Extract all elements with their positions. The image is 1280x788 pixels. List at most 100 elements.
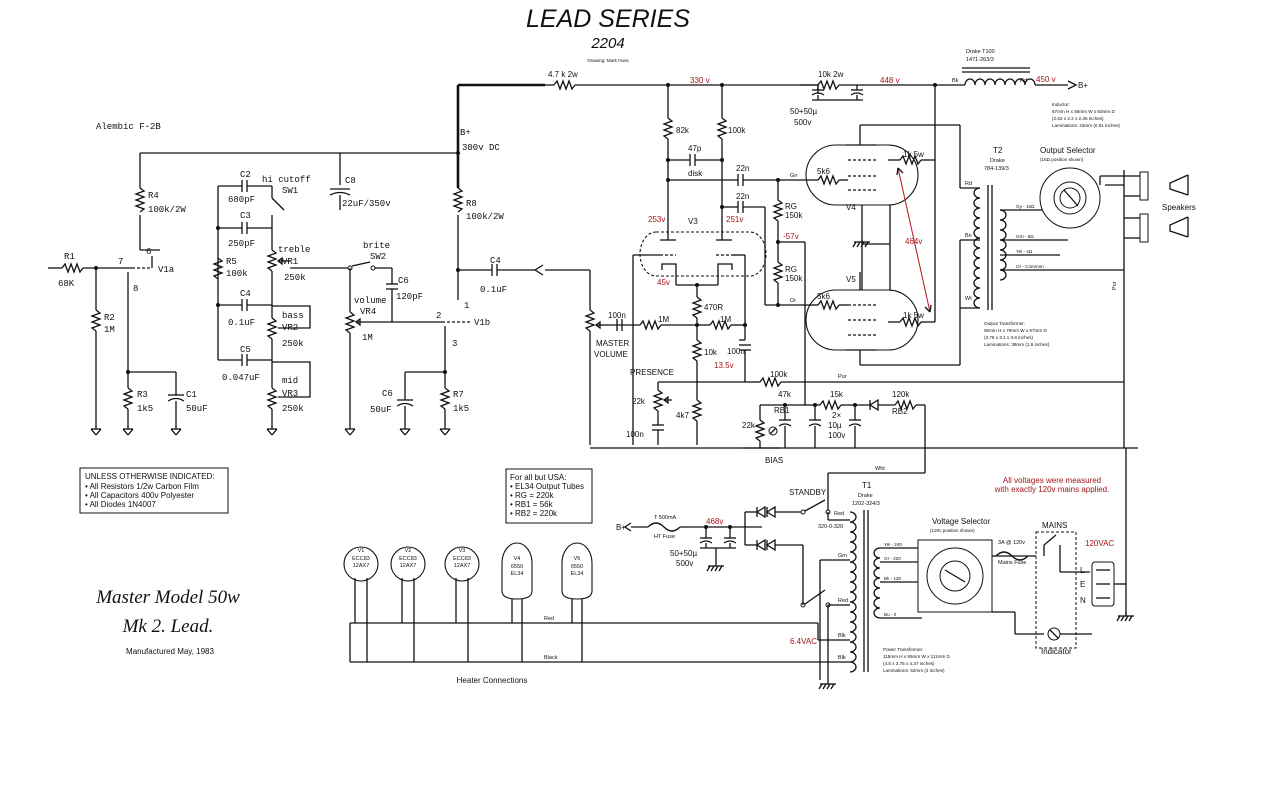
inductor-rd: Rd xyxy=(1020,78,1027,84)
pur-label: Pur xyxy=(838,374,847,380)
rg1-label: RG xyxy=(785,202,797,211)
r15k-label: 15k xyxy=(830,390,844,399)
gn-label: Gn xyxy=(790,173,797,179)
t1-drake: Drake xyxy=(858,493,873,499)
v464-label: 464v xyxy=(905,237,922,246)
tap-0: Gy - 16Ω xyxy=(1016,204,1035,209)
c8-label: C8 xyxy=(345,176,356,186)
wire-black-label: Black xyxy=(544,655,558,661)
alembic-label: Alembic F-2B xyxy=(96,122,161,132)
tube-v1-name: V1 xyxy=(358,548,365,554)
v5-label: V5 xyxy=(846,275,856,284)
tube-v4-type2: EL34 xyxy=(511,571,524,577)
note-usa-3: • RB1 = 56k xyxy=(510,500,554,509)
rg1-value: 150k xyxy=(785,211,803,220)
vr4-value: 1M xyxy=(362,333,373,343)
mains-label: MAINS xyxy=(1042,521,1067,530)
volume-label: VOLUME xyxy=(594,350,628,359)
r1-value: 68K xyxy=(58,279,75,289)
c500v-label: 500v xyxy=(794,118,811,127)
bplus-label: B+ xyxy=(460,128,471,138)
t1-pri-0: Yel - 240 xyxy=(884,542,902,547)
output-tf-note-0: Output Transformer: xyxy=(984,321,1025,326)
t1-pn: 1202-324/3 xyxy=(852,501,880,507)
tube-v3-name: V3 xyxy=(459,548,466,554)
output-tf-note-3: Laminations: 38mm (1.5 inches) xyxy=(984,342,1050,347)
tube-v2: V2 ECC83 12AX7 xyxy=(390,546,426,662)
heater-section: Red Black V1 ECC83 12AX7 V2 ECC83 12AX7 … xyxy=(343,542,818,663)
tube-v2-type2: 12AX7 xyxy=(400,563,417,569)
v330-label: 330 v xyxy=(690,76,710,85)
tube-v2-type1: ECC83 xyxy=(399,556,417,562)
c6-value: 50uF xyxy=(370,405,392,415)
t1-sec-1: Blk xyxy=(838,633,846,639)
rb1-label: RB1 xyxy=(774,406,790,415)
c6-label: C6 xyxy=(382,389,393,399)
inductor-bk: Bk xyxy=(952,78,959,84)
vr4-label: VR4 xyxy=(360,307,376,317)
or-label: Or xyxy=(790,298,796,304)
footer: Master Model 50w Mk 2. Lead. Manufacture… xyxy=(95,587,527,685)
tube-v4-type1: 6550 xyxy=(511,564,523,570)
r82k-label: 82k xyxy=(676,126,690,135)
r2-value: 1M xyxy=(104,325,115,335)
output-selector-sub: (16Ω position shown) xyxy=(1040,157,1084,162)
inductor-note-0: Inductor: xyxy=(1052,102,1070,107)
note-unless-1: • All Resistors 1/2w Carbon Film xyxy=(85,482,199,491)
power-tf-note-0: Power Transformer: xyxy=(883,647,923,652)
output-tf-note-1: 95mm H x 79mm W x 97mm D xyxy=(984,328,1047,333)
t2-wt: Wt xyxy=(965,296,972,302)
r47k-b-label: 47k xyxy=(778,390,792,399)
t1-pri-3: Bu - 0 xyxy=(884,612,897,617)
drawing-credit: Drawing: Mark Huss xyxy=(587,58,629,63)
tube-v2-name: V2 xyxy=(405,548,412,554)
v251-label: 251v xyxy=(726,215,743,224)
c6top-label: C6 xyxy=(398,276,409,286)
r120k-label: 120k xyxy=(892,390,910,399)
wire-red-label: Red xyxy=(544,616,554,622)
preamp-section: Alembic F-2B R4 100k/2W C8 22uF/350v R1 … xyxy=(48,83,545,436)
r1m-b-label: 1M xyxy=(720,315,731,324)
v448-label: 448 v xyxy=(880,76,900,85)
mains-e: E xyxy=(1080,580,1085,589)
ht-fuse-value: T 500mA xyxy=(654,515,677,521)
note-measured-1: with exactly 120v mains applied. xyxy=(994,485,1110,494)
model-script-2: Mk 2. Lead. xyxy=(122,616,214,637)
r5k6-b-label: 5k6 xyxy=(817,292,830,301)
tube-v1-type1: ECC83 xyxy=(352,556,370,562)
vr1-label: VR1 xyxy=(282,257,298,267)
voltage-selector-sub: (120v position shown) xyxy=(930,528,975,533)
t1-sec-3: Blk xyxy=(838,655,846,661)
tube-v5: V5 6550 EL34 xyxy=(561,542,593,662)
inductor-note-2: (2.63 x 2.2 x 2.36 inches) xyxy=(1052,116,1104,121)
tube-v3-type1: ECC83 xyxy=(453,556,471,562)
voltage-selector-label: Voltage Selector xyxy=(932,517,991,526)
t2-pn: 784-139/3 xyxy=(984,166,1009,172)
rg2-value: 150k xyxy=(785,274,803,283)
c100n-a-label: 100n xyxy=(608,311,626,320)
r8-label: R8 xyxy=(466,199,477,209)
v1a-pin8: 8 xyxy=(133,284,138,294)
c1-value: 50uF xyxy=(186,404,208,414)
c47p-disk: disk xyxy=(688,169,703,178)
power-tf-note-1: 115mm H x 95mm W x 111mm D xyxy=(883,654,951,659)
phase-inverter-section: 4.7 k 2w 330 v 82k 100k 47p disk 22n 22n xyxy=(545,70,1138,510)
master-label: MASTER xyxy=(596,339,630,348)
sw2-brite: brite xyxy=(363,241,390,251)
output-tf-note-2: (3.75 x 3.1 x 3.8 inches) xyxy=(984,335,1033,340)
ps-c500v-label: 500v xyxy=(676,559,693,568)
vr2-bass: bass xyxy=(282,311,304,321)
r470-label: 470R xyxy=(704,303,723,312)
ht-fuse-label: HT Fuse xyxy=(654,534,675,540)
tube-v5-name: V5 xyxy=(574,556,581,562)
tube-v3-type2: 12AX7 xyxy=(454,563,471,569)
r10k-label: 10k xyxy=(704,348,718,357)
sw1-label: SW1 xyxy=(282,186,298,196)
v4-label: V4 xyxy=(846,203,856,212)
r5-label: R5 xyxy=(226,257,237,267)
heater-connections-label: Heater Connections xyxy=(457,676,528,685)
c4-label: C4 xyxy=(240,289,251,299)
sw1-hicut: hi cutoff xyxy=(262,175,311,185)
c1-label: C1 xyxy=(186,390,197,400)
tap-3: Or - Common xyxy=(1016,264,1044,269)
